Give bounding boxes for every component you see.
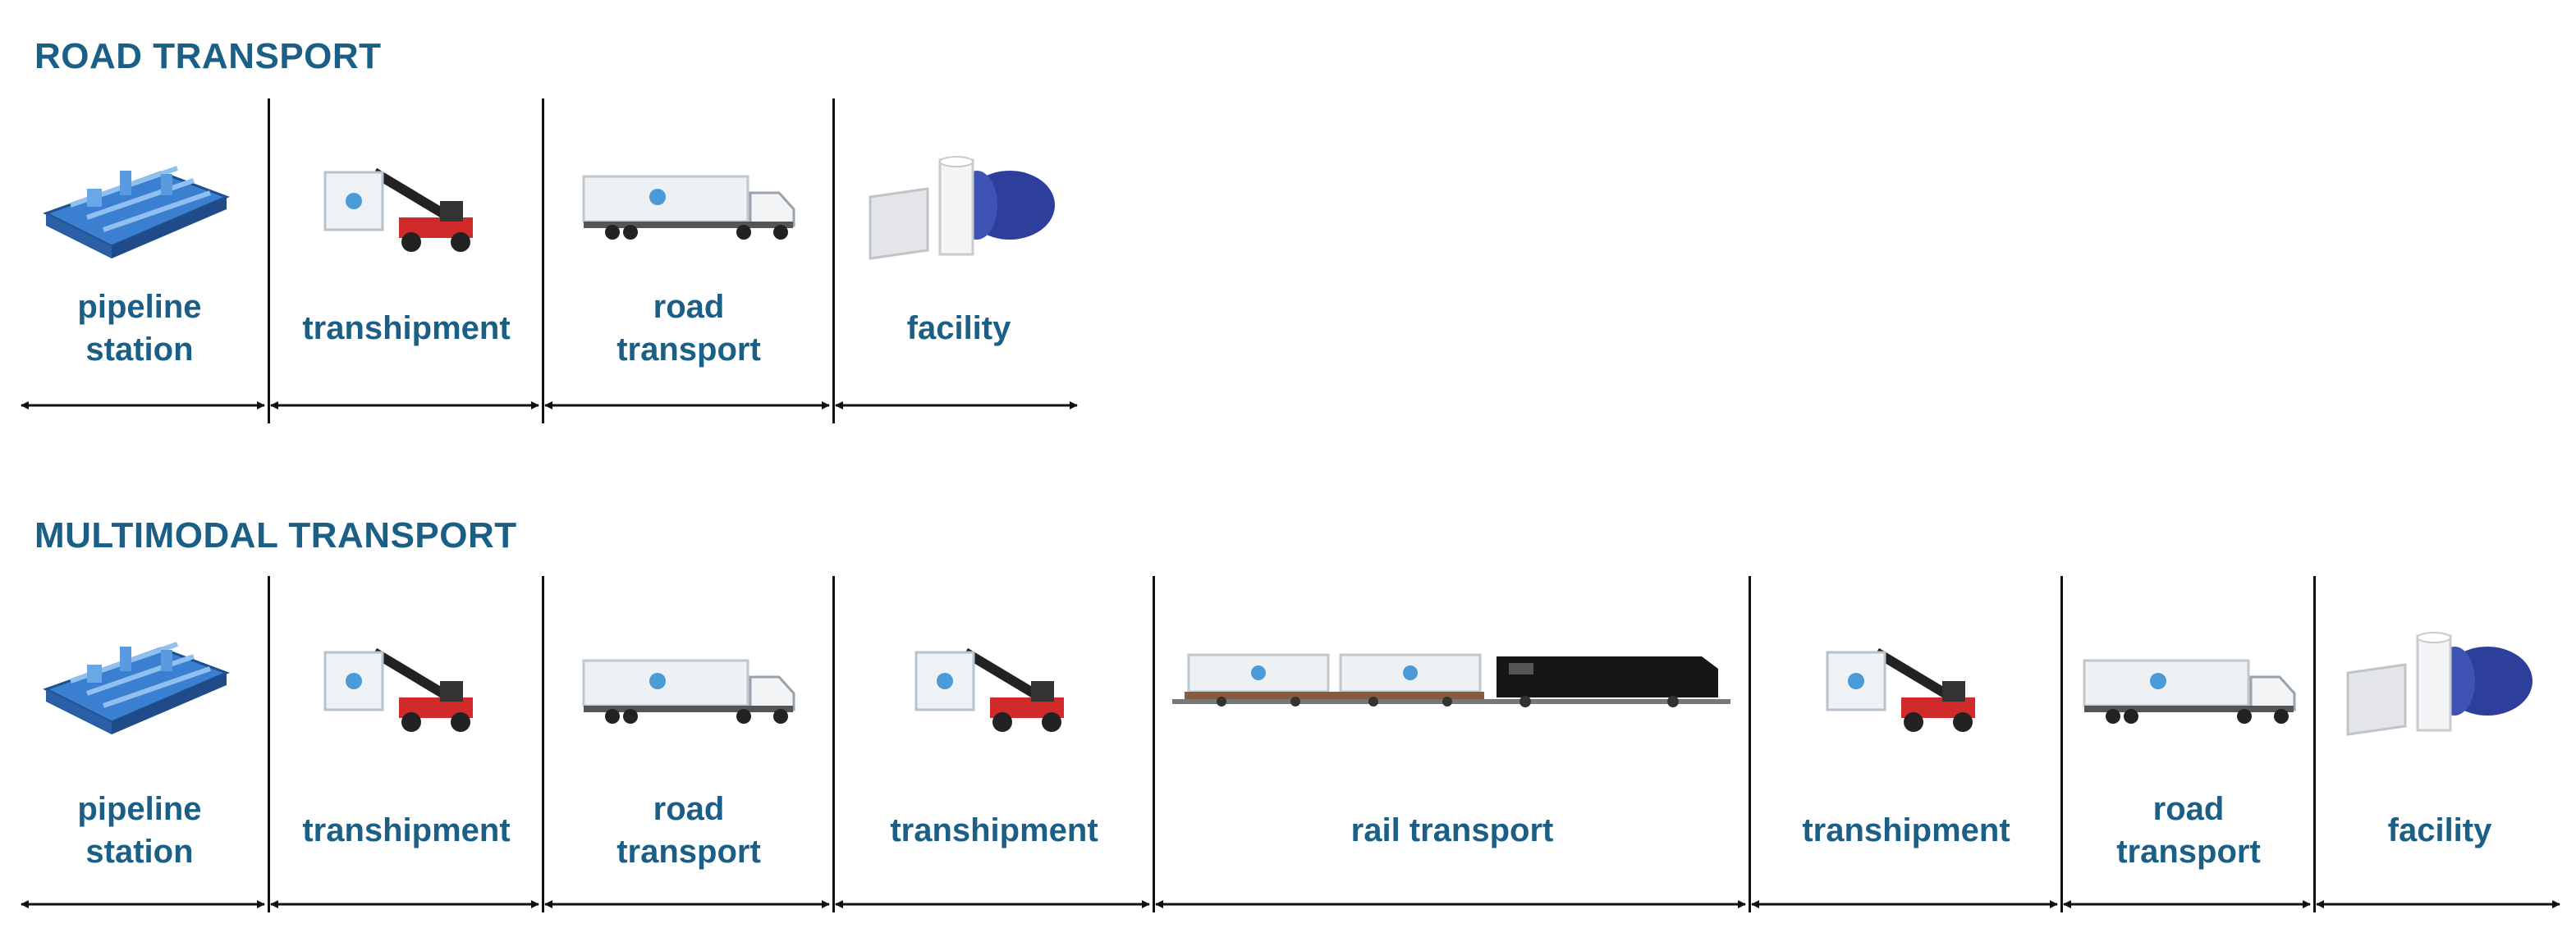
pipeline-station-icon [43, 166, 231, 258]
divider [542, 576, 544, 912]
container-truck-icon [582, 175, 795, 240]
divider [832, 576, 835, 912]
divider [832, 98, 835, 423]
divider [268, 98, 270, 423]
reach-stacker-icon [323, 167, 473, 252]
storage-facility-icon [869, 156, 1055, 260]
pipeline-station-icon [43, 642, 231, 734]
stage-label: road transport [616, 289, 761, 368]
container-truck-icon [2083, 659, 2296, 724]
reach-stacker-icon [323, 647, 473, 732]
road-transport-title: ROAD TRANSPORT [34, 36, 382, 76]
stage-label: pipeline station [77, 791, 202, 870]
stage-label: facility [906, 310, 1011, 346]
divider [1153, 576, 1155, 912]
stage-label: road transport [616, 791, 761, 870]
storage-facility-icon [2346, 632, 2532, 736]
stage-label: transhipment [302, 812, 511, 848]
divider [2060, 576, 2063, 912]
stage-label: pipeline station [77, 289, 202, 368]
stage-label: facility [2387, 812, 2492, 848]
divider [542, 98, 544, 423]
divider [2313, 576, 2316, 912]
divider [1749, 576, 1751, 912]
stage-label: transhipment [890, 812, 1098, 848]
stage-label: rail transport [1350, 812, 1554, 848]
stage-label: road transport [2116, 791, 2261, 870]
multimodal-transport-title: MULTIMODAL TRANSPORT [34, 515, 517, 556]
freight-train-icon [1172, 653, 1730, 707]
stage-label: transhipment [1802, 812, 2010, 848]
reach-stacker-icon [914, 647, 1064, 732]
divider [268, 576, 270, 912]
container-truck-icon [582, 659, 795, 724]
stage-label: transhipment [302, 310, 511, 346]
reach-stacker-icon [1826, 647, 1975, 732]
